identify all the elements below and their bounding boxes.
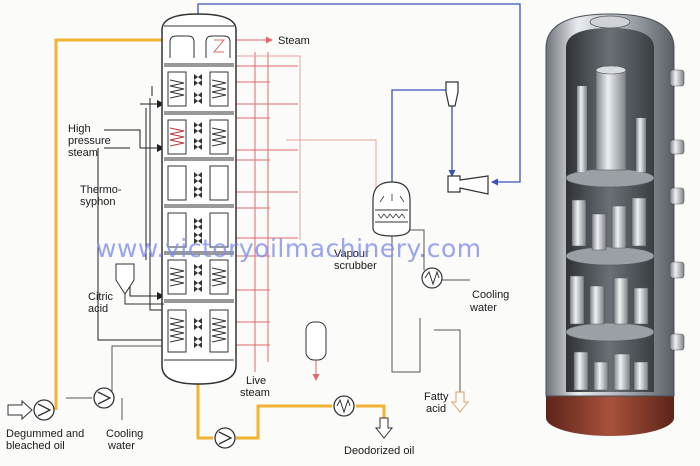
column-trays [164,25,234,361]
ejector-vertical [445,81,459,107]
steam-branches [236,65,298,346]
condensate-vessel [305,321,327,361]
cutaway-vessel-illustration [545,13,685,436]
vapour-scrubber [372,181,411,237]
label-high-pressure-steam-1: High [68,123,91,135]
citric-acid-tank [115,263,164,305]
label-fatty-acid-2: acid [426,403,446,415]
ejector-horizontal [447,175,489,195]
coil-lines [97,86,165,341]
coil-zigzags [169,79,227,343]
label-vapour-scrubber-2: scrubber [334,260,377,272]
label-citric-acid-2: acid [88,303,108,315]
vapour-lines [197,3,521,186]
pumps [33,387,355,449]
label-cooling-water-right-2: water [469,302,497,314]
vent-to-scrubber [286,139,377,200]
feed-in-arrow [7,399,33,421]
outlet-oil-line [236,404,332,440]
label-fatty-acid-1: Fatty [424,391,449,403]
top-vapour-line [197,3,521,186]
label-high-pressure-steam-3: steam [68,147,98,159]
label-degummed-oil-2: bleached oil [6,440,65,452]
tray-valves [194,74,202,348]
bottom-oil-line [196,382,213,440]
deodorizer-column [161,13,237,385]
label-steam: Steam [278,35,310,47]
fatty-acid-out-arrow [450,391,470,413]
label-cooling-water-left-1: Cooling [106,428,143,440]
label-cooling-water-right-1: Cooling [472,289,509,301]
label-thermosyphon-2: syphon [80,196,115,208]
label-cooling-water-left-2: water [107,440,135,452]
flow-arrows [7,391,470,439]
deodorized-oil-line [356,404,386,420]
label-thermosyphon-1: Thermo- [80,184,122,196]
scrubber-vapour-line [391,89,447,182]
label-citric-acid-1: Citric [88,291,114,303]
watermark-text: www.victoryoilmachinery.com [96,234,482,263]
label-high-pressure-steam-2: pressure [68,135,111,147]
column-shell [161,13,237,385]
label-degummed-oil-1: Degummed and [6,428,84,440]
label-vapour-scrubber-1: Vapour [334,248,369,260]
label-live-steam-1: Live [246,375,266,387]
oil-lines [54,38,386,440]
feed-oil-line [54,38,162,410]
coil-trays [167,71,229,353]
fatty-acid-cooler [421,267,443,289]
steam-ejectors [445,81,489,195]
vent-header [236,55,301,240]
top-compartment [169,35,231,58]
label-deodorized-oil: Deodorized oil [344,445,414,457]
label-live-steam-2: steam [240,387,270,399]
deodorized-out-arrow [374,417,394,439]
